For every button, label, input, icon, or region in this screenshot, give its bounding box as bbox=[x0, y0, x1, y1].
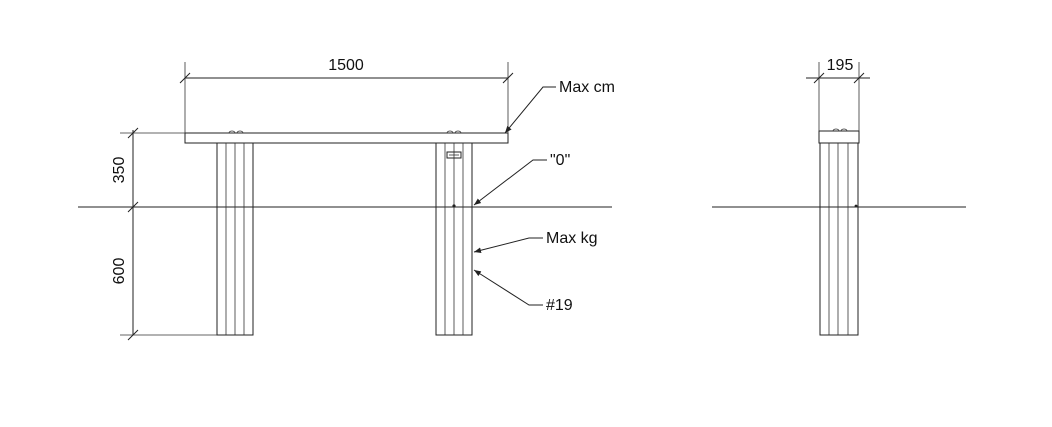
dimension-vertical: 350 600 bbox=[111, 127, 217, 341]
dimension-lower-label: 600 bbox=[111, 258, 128, 285]
callout-top-label: Max cm bbox=[559, 79, 615, 96]
bolt-mark-left bbox=[228, 130, 244, 134]
zero-mark bbox=[452, 204, 456, 208]
side-top-plank bbox=[818, 130, 860, 144]
side-view: 195 bbox=[712, 57, 966, 336]
callout-number-label: #19 bbox=[546, 297, 573, 314]
callout-top: Max cm bbox=[504, 79, 615, 134]
top-plank bbox=[184, 132, 509, 144]
dimension-width-label: 1500 bbox=[328, 57, 364, 74]
dimension-depth-label: 195 bbox=[827, 57, 854, 74]
dimension-width: 1500 bbox=[179, 57, 514, 133]
plaque bbox=[446, 151, 462, 159]
dimension-depth: 195 bbox=[806, 57, 870, 131]
bolt-mark-right bbox=[446, 130, 462, 134]
callout-load: Max kg bbox=[473, 230, 598, 253]
callout-load-label: Max kg bbox=[546, 230, 598, 247]
side-post bbox=[819, 142, 859, 336]
post-right bbox=[435, 142, 473, 336]
callout-number: #19 bbox=[473, 269, 573, 314]
front-view: 1500 350 600 Max cm "0" Max kg # bbox=[78, 57, 615, 341]
callout-zero-label: "0" bbox=[550, 152, 570, 169]
post-left bbox=[216, 142, 254, 336]
dimension-upper-label: 350 bbox=[111, 157, 128, 184]
callout-zero: "0" bbox=[473, 152, 570, 206]
